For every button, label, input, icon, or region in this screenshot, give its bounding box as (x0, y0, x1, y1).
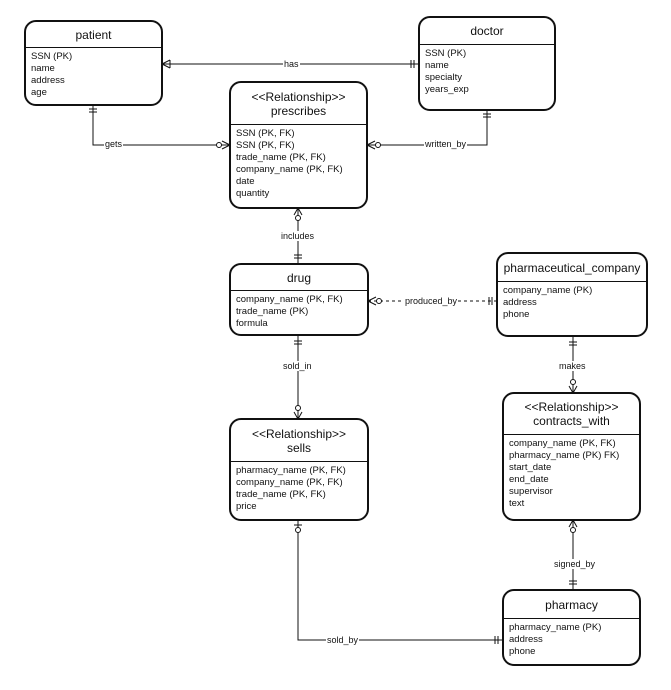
one-mandatory-marker (294, 254, 302, 259)
entity-sells[interactable]: <<Relationship>> sells pharmacy_name (PK… (229, 418, 369, 521)
attribute: address (503, 297, 537, 308)
label-written-by: written_by (424, 139, 468, 149)
attribute-list: SSN (PK, FK) SSN (PK, FK) trade_name (PK… (231, 125, 366, 200)
attribute-list: SSN (PK) name address age (26, 48, 161, 99)
entity-header: <<Relationship>> sells (231, 420, 367, 462)
attribute-list: company_name (PK, FK) pharmacy_name (PK)… (504, 435, 639, 510)
one-mandatory-marker (488, 297, 493, 305)
entity-header: pharmaceutical_company (498, 254, 646, 282)
attribute: pharmacy_name (PK) (509, 622, 602, 633)
label-includes: includes (280, 231, 316, 241)
label-gets: gets (104, 139, 124, 149)
entity-title: prescribes (270, 103, 327, 118)
attribute: SSN (PK, FK) (236, 140, 295, 151)
entity-doctor[interactable]: doctor SSN (PK) name specialty years_exp (418, 16, 556, 111)
attribute: trade_name (PK) (236, 306, 309, 317)
attribute: address (509, 634, 543, 645)
attribute: pharmacy_name (PK) FK) (509, 450, 620, 461)
entity-title: drug (286, 270, 312, 285)
attribute: company_name (PK, FK) (236, 477, 343, 488)
one-mandatory-marker (294, 340, 302, 345)
zero-many-marker (293, 405, 303, 420)
entity-header: patient (26, 22, 161, 48)
label-sold-by: sold_by (326, 635, 360, 645)
attribute: SSN (PK, FK) (236, 128, 295, 139)
attribute: address (31, 75, 65, 86)
attribute-list: company_name (PK, FK) trade_name (PK) fo… (231, 291, 367, 330)
attribute: company_name (PK, FK) (509, 438, 616, 449)
entity-title: pharmacy (545, 597, 598, 612)
entity-header: <<Relationship>> prescribes (231, 83, 366, 125)
attribute: company_name (PK) (503, 285, 593, 296)
line-written-by (367, 110, 488, 146)
attribute: trade_name (PK, FK) (236, 152, 326, 163)
entity-title: doctor (470, 24, 504, 38)
attribute: formula (236, 318, 268, 329)
attribute: phone (509, 646, 536, 657)
line-sold-by (297, 520, 503, 641)
entity-contracts-with[interactable]: <<Relationship>> contracts_with company_… (502, 392, 641, 521)
entity-header: pharmacy (504, 591, 639, 619)
entity-drug[interactable]: drug company_name (PK, FK) trade_name (P… (229, 263, 369, 336)
attribute: specialty (425, 72, 462, 83)
zero-many-marker (367, 296, 382, 306)
attribute-list: SSN (PK) name specialty years_exp (420, 45, 554, 96)
attribute: SSN (PK) (31, 51, 73, 62)
label-produced-by: produced_by (404, 296, 459, 306)
entity-title: sells (286, 440, 311, 455)
label-sold-in: sold_in (282, 361, 313, 371)
entity-header: doctor (420, 18, 554, 45)
attribute: quantity (236, 188, 270, 199)
attribute-list: pharmacy_name (PK) address phone (504, 619, 639, 658)
entity-header: drug (231, 265, 367, 291)
attribute: start_date (509, 462, 552, 473)
crowfoot-marker (161, 59, 171, 69)
one-mandatory-marker (569, 580, 577, 585)
stereotype-label: <<Relationship>> (251, 89, 346, 104)
entity-title: contracts_with (533, 414, 610, 428)
entity-pharmacy[interactable]: pharmacy pharmacy_name (PK) address phon… (502, 589, 641, 666)
stereotype-label: <<Relationship>> (251, 426, 347, 441)
entity-header: <<Relationship>> contracts_with (504, 394, 639, 435)
zero-many-marker (568, 379, 578, 394)
one-mandatory-marker (494, 636, 499, 644)
attribute: phone (503, 309, 530, 320)
entity-prescribes[interactable]: <<Relationship>> prescribes SSN (PK, FK)… (229, 81, 368, 209)
label-has: has (283, 59, 300, 69)
entity-pharmaceutical-company[interactable]: pharmaceutical_company company_name (PK)… (496, 252, 648, 337)
zero-many-marker (366, 140, 381, 150)
attribute: company_name (PK, FK) (236, 294, 343, 305)
entity-title: patient (75, 27, 112, 42)
attribute: years_exp (425, 84, 469, 95)
one-mandatory-marker (483, 113, 491, 118)
label-signed-by: signed_by (553, 559, 597, 569)
attribute: name (31, 63, 55, 74)
zero-many-marker (568, 519, 578, 533)
entity-patient[interactable]: patient SSN (PK) name address age (24, 20, 163, 106)
stereotype-label: <<Relationship>> (524, 400, 619, 414)
attribute: supervisor (509, 486, 553, 497)
zero-one-marker (294, 524, 302, 533)
attribute: price (236, 501, 257, 512)
attribute: trade_name (PK, FK) (236, 489, 326, 500)
attribute: text (509, 498, 525, 509)
line-gets (92, 105, 230, 146)
zero-many-marker (216, 140, 231, 150)
attribute: company_name (PK, FK) (236, 164, 343, 175)
one-mandatory-marker (410, 60, 415, 68)
attribute: SSN (PK) (425, 48, 467, 59)
attribute: age (31, 87, 47, 98)
attribute: pharmacy_name (PK, FK) (236, 465, 346, 476)
entity-title: pharmaceutical_company (503, 260, 641, 275)
one-mandatory-marker (569, 341, 577, 346)
one-mandatory-marker (89, 108, 97, 113)
attribute-list: pharmacy_name (PK, FK) company_name (PK,… (231, 462, 367, 513)
zero-many-marker (293, 207, 303, 221)
attribute: end_date (509, 474, 549, 485)
attribute: name (425, 60, 449, 71)
attribute-list: company_name (PK) address phone (498, 282, 646, 321)
attribute: date (236, 176, 255, 187)
label-makes: makes (558, 361, 587, 371)
